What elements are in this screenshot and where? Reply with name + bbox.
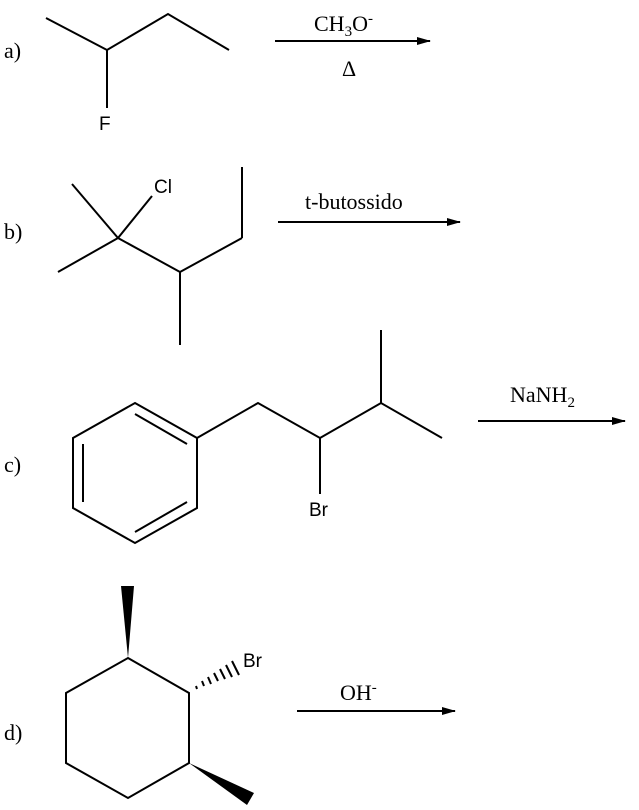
- molecule-chloro-dimethylpentane: [57, 167, 243, 345]
- reagent-d: OH-: [340, 680, 377, 705]
- atom-br: Br: [309, 500, 329, 521]
- molecule-2-fluorobutane: [45, 12, 230, 52]
- reaction-b: b) Cl t-butossido: [4, 167, 461, 345]
- reagent-c: NaNH2: [510, 382, 575, 411]
- hashed-bond: [195, 660, 240, 690]
- atom-cl: Cl: [154, 177, 172, 198]
- condition-heat: Δ: [342, 56, 356, 81]
- reagent-b: t-butossido: [305, 189, 403, 214]
- reaction-label-d: d): [4, 720, 22, 745]
- reaction-label-c: c): [4, 452, 21, 477]
- wedge-bond-bottom: [189, 763, 254, 805]
- reagent-a: CH3O-: [314, 11, 373, 40]
- molecule-bromo-dimethylcyclohexane: [65, 586, 254, 805]
- reaction-label-a: a): [4, 38, 21, 63]
- reaction-label-b: b): [4, 219, 22, 244]
- reaction-d: d) Br OH-: [4, 586, 456, 805]
- wedge-bond-top: [121, 586, 134, 658]
- atom-br-d: Br: [243, 651, 263, 672]
- atom-f: F: [99, 114, 111, 135]
- reaction-c: c) Br NaNH2: [4, 330, 626, 545]
- molecule-benzyl-bromide-chain: [72, 330, 443, 545]
- reaction-a: a) F CH3O- Δ: [4, 11, 431, 135]
